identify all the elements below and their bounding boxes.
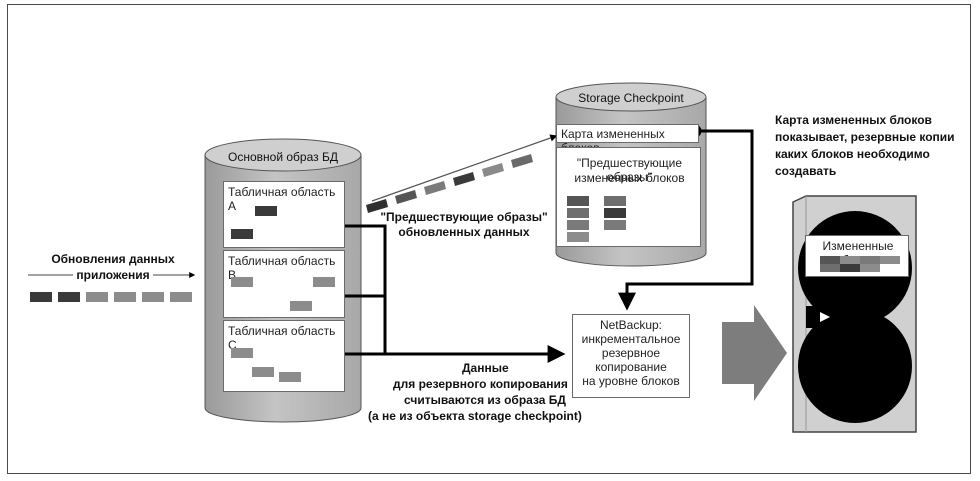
big-gray-arrow xyxy=(722,305,787,401)
prior-images-box-label-1: "Предшествующие образы" xyxy=(576,156,683,184)
data-block xyxy=(255,206,277,216)
backup-note-2: для резервного копирования xyxy=(393,377,568,391)
netbackup-label-3: резервное xyxy=(601,346,661,360)
table-area-c-label: Табличная область C xyxy=(228,324,336,352)
change-map-box: Карта измененных блоков xyxy=(556,124,699,155)
table-area-a: Табличная область A xyxy=(223,181,345,248)
checkpoint-title: Storage Checkpoint xyxy=(578,91,684,105)
data-block xyxy=(231,229,253,239)
prior-images-flow-arrow xyxy=(371,134,558,202)
change-map-note-1: Карта измененных блоков xyxy=(775,113,932,127)
prior-images-box: "Предшествующие образы" измененных блоко… xyxy=(556,147,701,247)
data-block xyxy=(252,367,274,377)
netbackup-label-2: инкрементальное xyxy=(581,332,681,346)
main-db-title: Основной образ БД xyxy=(228,150,338,164)
netbackup-label-4: копирование xyxy=(595,360,667,374)
table-area-a-label: Табличная область A xyxy=(228,185,336,213)
table-area-b-label: Табличная область B xyxy=(228,254,336,282)
netbackup-label-5: на уровне блоков xyxy=(582,374,680,388)
prior-images-box-label-2: измененных блоков xyxy=(574,171,685,185)
changed-blocks-box: Измененные блоки xyxy=(805,235,909,277)
change-map-note-3: каких блоков необходимо xyxy=(775,147,930,161)
netbackup-box: NetBackup: инкрементальное резервное коп… xyxy=(572,314,690,398)
prior-images-note-1: "Предшествующие образы" xyxy=(380,210,548,224)
app-updates-label-1: Обновления данных xyxy=(51,252,175,266)
backup-note-3: считываются из образа БД xyxy=(404,393,566,407)
data-block xyxy=(279,372,301,382)
backup-note-1: Данные xyxy=(462,361,509,375)
diagram-frame xyxy=(7,4,971,474)
data-block xyxy=(231,277,253,287)
change-map-note-4: создавать xyxy=(775,164,837,178)
prior-images-block-strip xyxy=(366,154,533,213)
backup-note-4: (а не из объекта storage checkpoint) xyxy=(368,409,582,423)
data-block xyxy=(313,277,335,287)
tape-cartridge-icon xyxy=(792,195,917,433)
data-block xyxy=(231,348,253,358)
app-updates-label-2: приложения xyxy=(28,268,198,282)
change-map-note-2: показывает, резервные копии xyxy=(775,130,955,144)
table-area-b: Табличная область B xyxy=(223,250,345,318)
data-block xyxy=(290,301,312,311)
prior-images-note-2: обновленных данных xyxy=(398,225,530,239)
table-area-c: Табличная область C xyxy=(223,320,345,392)
netbackup-label-1: NetBackup: xyxy=(599,318,663,332)
